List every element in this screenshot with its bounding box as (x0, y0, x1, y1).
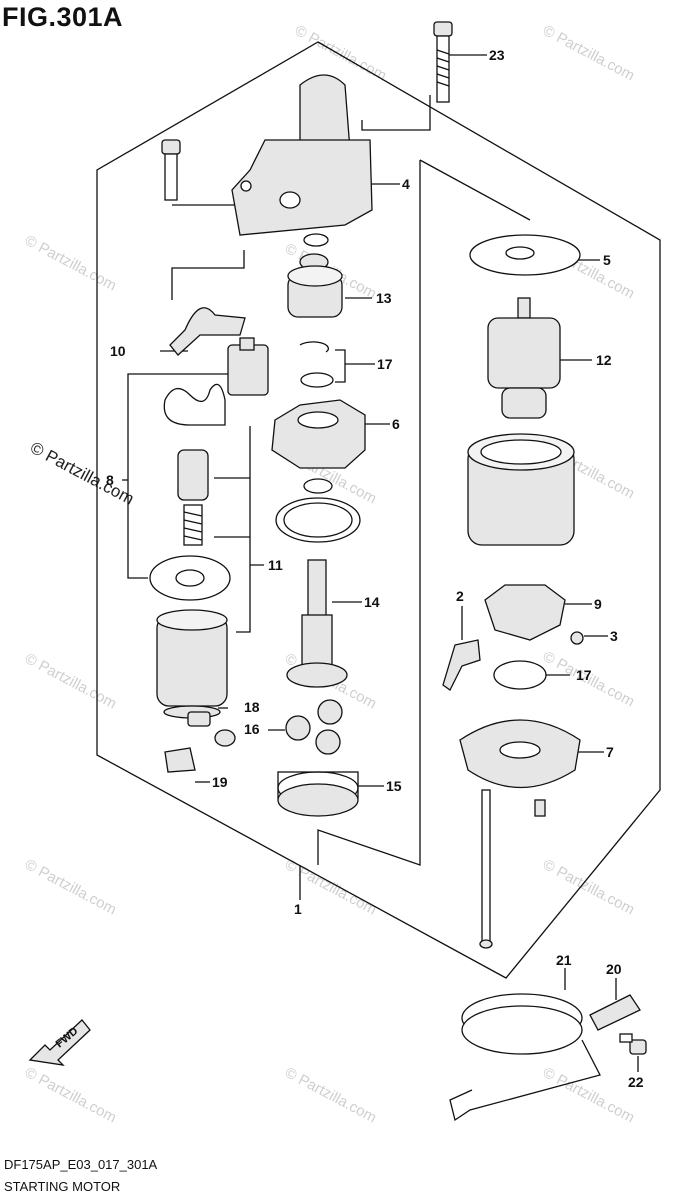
seal-icon (303, 478, 333, 494)
part-label-8: 8 (106, 472, 114, 488)
fwd-arrow-icon (28, 1019, 91, 1066)
figure-title: FIG.301A (2, 2, 124, 32)
screw-icon (534, 799, 546, 817)
part-label-11: 11 (268, 557, 283, 573)
bolt-23-icon (433, 21, 453, 103)
brush-2-icon (442, 639, 481, 691)
part-label-2: 2 (456, 588, 464, 604)
part-label-13: 13 (376, 290, 392, 306)
assembly-frame-inner (317, 159, 531, 866)
shift-lever-10-icon (169, 307, 246, 356)
part-label-18: 18 (244, 699, 260, 715)
part-label-22: 22 (628, 1074, 644, 1090)
armature-12-icon (487, 297, 561, 419)
terminal-18-icon (187, 711, 211, 727)
part-label-6: 6 (392, 416, 400, 432)
bolt-icon (161, 139, 181, 201)
snap-ring-17-icon (299, 341, 329, 353)
nut-3-icon (570, 631, 584, 645)
part-label-17b: 17 (576, 667, 592, 683)
part-label-15: 15 (386, 778, 402, 794)
gasket-icon (275, 497, 361, 543)
part-label-23: 23 (489, 47, 505, 63)
part-label-17: 17 (377, 356, 393, 372)
output-shaft-14-icon (286, 559, 348, 688)
planet-gear-icon (317, 699, 343, 725)
part-label-10: 10 (110, 343, 126, 359)
figure-code: DF175AP_E03_017_301A (4, 1157, 158, 1172)
part-label-21: 21 (556, 952, 572, 968)
part-label-14: 14 (364, 594, 380, 610)
brush-holder-8-icon (227, 337, 269, 396)
through-bolt-icon (481, 789, 491, 943)
bolt-22-icon (619, 1033, 647, 1055)
wire-lead-icon (163, 383, 226, 426)
part-label-1: 1 (294, 901, 302, 917)
field-yoke-icon (467, 433, 575, 546)
bracket-20-icon (589, 994, 641, 1031)
lock-plate-17-icon (493, 660, 547, 690)
o-ring-icon (303, 233, 329, 247)
assembly-frame-outer (96, 41, 661, 979)
planet-gear-icon (315, 729, 341, 755)
part-label-5: 5 (603, 252, 611, 268)
solenoid-housing-4-icon (231, 74, 373, 236)
motor-yoke-icon (156, 609, 228, 719)
part-label-12: 12 (596, 352, 612, 368)
plunger-icon (177, 449, 209, 501)
housing-6-icon (271, 399, 366, 469)
cap-19-icon (164, 747, 196, 773)
rear-cover-7-icon (459, 719, 581, 789)
pinion-gear-13-icon (287, 253, 343, 318)
part-label-7: 7 (606, 744, 614, 760)
nut-icon (214, 729, 236, 747)
part-label-20: 20 (606, 961, 622, 977)
part-label-3: 3 (610, 628, 618, 644)
part-label-4: 4 (402, 176, 410, 192)
part-label-16: 16 (244, 721, 260, 737)
part-label-9: 9 (594, 596, 602, 612)
brush-holder-9-icon (484, 584, 566, 641)
band-21-icon (449, 993, 601, 1122)
figure-caption: STARTING MOTOR (4, 1179, 121, 1194)
part-label-19: 19 (212, 774, 228, 790)
washer-icon (300, 372, 334, 388)
planet-gear-16-icon (285, 715, 311, 741)
